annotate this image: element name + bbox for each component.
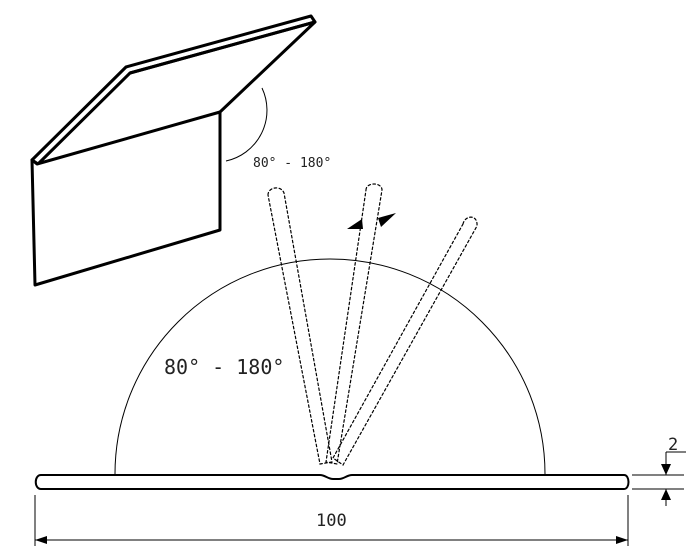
thickness-arrow-left-icon	[347, 219, 363, 229]
rotating-panels	[267, 183, 478, 466]
panel-position-left	[267, 187, 333, 465]
width-arrow-left-icon	[35, 536, 47, 544]
board-front-crease	[37, 111, 221, 165]
opening-angle-arc	[225, 87, 268, 162]
thickness-dimension	[632, 451, 686, 506]
panel-position-right	[332, 216, 478, 466]
thickness-arrow-right-icon	[378, 213, 396, 227]
thickness-arrow-up-icon	[661, 489, 671, 500]
width-label: 100	[316, 511, 347, 531]
rotation-range-arc	[114, 258, 546, 475]
base-plate	[34, 474, 630, 490]
range-angle-label: 80° - 180°	[164, 355, 284, 379]
board-front-panel	[30, 110, 222, 287]
width-arrow-right-icon	[616, 536, 628, 544]
board-top-edge	[129, 20, 317, 114]
thickness-label: 2	[668, 435, 678, 455]
width-dimension	[34, 495, 629, 546]
book-angle-label: 80° - 180°	[253, 156, 331, 171]
panel-thickness-arrows	[347, 213, 396, 229]
folded-board-sketch	[30, 14, 317, 287]
panel-position-center	[325, 183, 383, 465]
thickness-arrow-down-icon	[661, 464, 671, 475]
